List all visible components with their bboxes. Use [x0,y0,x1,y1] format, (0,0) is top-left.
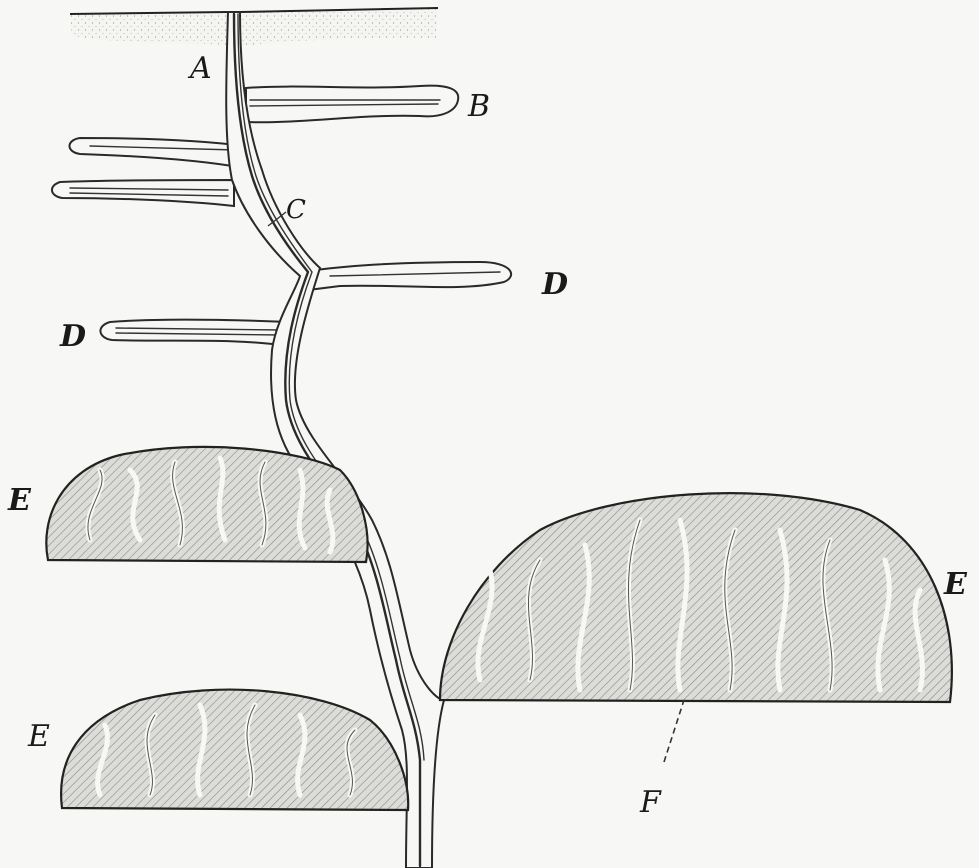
lobule-upper-left [46,447,367,562]
lobule-lower-left [61,690,408,810]
label-a: A [187,51,212,86]
label-c: C [286,195,306,225]
label-d-right: D [541,267,568,302]
label-e-right: E [943,567,968,602]
branch-left-upper [70,138,245,168]
label-e-upper-left: E [7,483,32,518]
lobule-right [440,493,952,702]
label-f: F [639,785,662,820]
label-d-left: D [59,319,86,354]
label-b: B [467,89,490,124]
surface-layer [70,8,438,46]
pointer-f [664,700,684,762]
label-e-lower-left: E [27,719,50,754]
